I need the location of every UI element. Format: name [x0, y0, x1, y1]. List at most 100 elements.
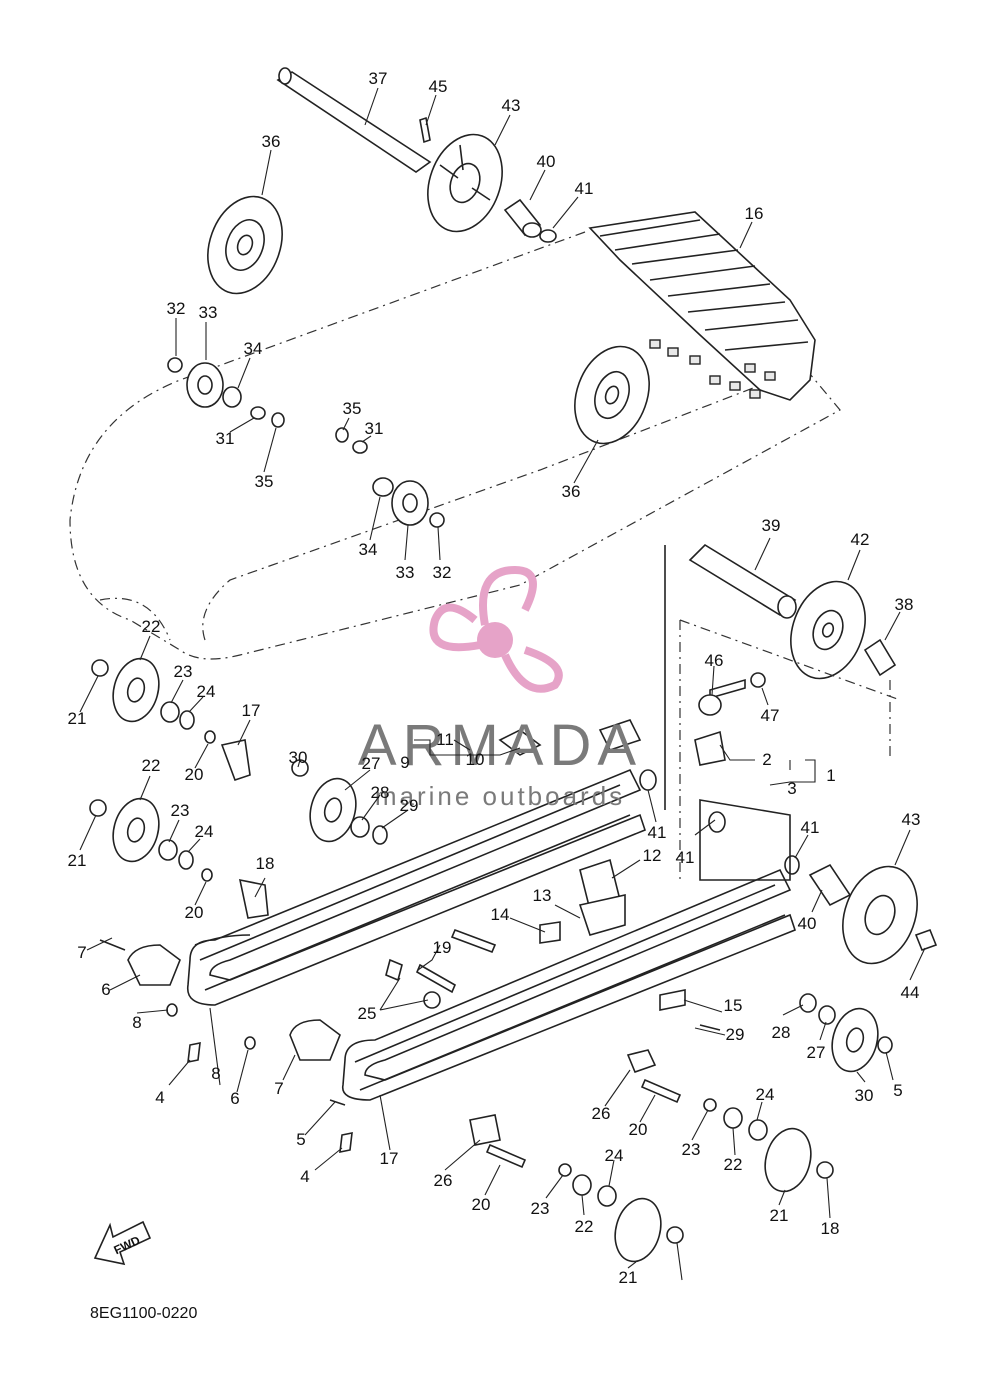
callout-21: 21 — [68, 709, 87, 728]
callout-34: 34 — [359, 540, 378, 559]
callout-36: 36 — [262, 132, 281, 151]
leader-lines — [79, 87, 926, 1281]
callout-1: 1 — [826, 766, 835, 785]
diagram-code: 8EG1100-0220 — [90, 1305, 197, 1322]
callout-28: 28 — [371, 783, 390, 802]
right-lower-wheels — [558, 863, 938, 1263]
callout-3: 3 — [787, 779, 796, 798]
callout-9: 9 — [400, 753, 409, 772]
callout-4: 8 — [211, 1064, 220, 1083]
callout-43: 43 — [902, 810, 921, 829]
callout-31: 31 — [216, 429, 235, 448]
callout-labels: 37 45 43 36 40 41 16 32 33 34 31 35 35 3… — [68, 69, 921, 1287]
watermark: ARMADA marine outboards — [358, 565, 642, 811]
callout-41: 41 — [575, 179, 594, 198]
callout-8: 6 — [230, 1089, 239, 1108]
callout-17: 26 — [592, 1104, 611, 1123]
callout-45: 45 — [429, 77, 448, 96]
callout-46: 46 — [705, 651, 724, 670]
callout-44: 44 — [901, 983, 920, 1002]
callout-20: 23 — [682, 1140, 701, 1159]
left-idler-wheels — [89, 657, 269, 919]
callout-33: 33 — [396, 563, 415, 582]
callout-43: 43 — [502, 96, 521, 115]
watermark-tagline: marine outboards — [375, 781, 625, 811]
callout-35: 35 — [343, 399, 362, 418]
callout-26: 20 — [629, 1120, 648, 1139]
track-outline — [69, 231, 841, 660]
callout-10: 10 — [466, 750, 485, 769]
callout-26: 20 — [472, 1195, 491, 1214]
callout-23: 24 — [756, 1085, 775, 1104]
axle-shaft — [276, 67, 432, 173]
wheel-36-top — [207, 195, 283, 295]
callout-27: 30 — [855, 1086, 874, 1105]
cross-plates — [498, 719, 800, 1011]
callout-22: 22 — [142, 756, 161, 775]
callout-2: 2 — [762, 750, 771, 769]
callout-32: 32 — [167, 299, 186, 318]
callout-20: 20 — [185, 765, 204, 784]
callout-24: 22 — [575, 1217, 594, 1236]
callout-18: 26 — [434, 1171, 453, 1190]
callout-41: 41 — [801, 818, 820, 837]
callout-40: 40 — [537, 152, 556, 171]
wheel-43-top — [427, 133, 503, 233]
callout-22: 22 — [142, 617, 161, 636]
callout-38: 38 — [895, 595, 914, 614]
callout-14: 15 — [724, 996, 743, 1015]
callout-34: 34 — [244, 339, 263, 358]
left-slide-rail — [186, 768, 646, 1006]
callout-35: 35 — [255, 472, 274, 491]
propeller-logo — [429, 565, 563, 693]
callout-19: 19 — [433, 938, 452, 957]
fwd-arrow-icon: FWD — [93, 1220, 152, 1266]
callout-22: 21 — [619, 1268, 638, 1287]
callout-6: 7 — [274, 1079, 283, 1098]
callout-7: 7 — [77, 943, 86, 962]
washer-41-top — [539, 229, 557, 243]
bolts — [99, 672, 766, 1106]
track-belt — [588, 211, 816, 401]
callout-30: 30 — [289, 748, 308, 767]
callout-13: 13 — [533, 886, 552, 905]
callout-4: 17 — [380, 1149, 399, 1168]
callout-20: 20 — [185, 903, 204, 922]
callout-42: 42 — [851, 530, 870, 549]
callout-33: 33 — [199, 303, 218, 322]
small-parts-upper — [167, 357, 445, 528]
spacer-40-top — [503, 198, 542, 238]
wheel-36-middle — [574, 345, 650, 445]
callout-27: 27 — [362, 754, 381, 773]
callout-20: 23 — [531, 1199, 550, 1218]
callout-29: 28 — [772, 1023, 791, 1042]
callout-23: 23 — [174, 662, 193, 681]
callout-14: 14 — [491, 905, 510, 924]
callout-30: 5 — [893, 1081, 902, 1100]
callout-17: 17 — [242, 701, 261, 720]
callout-7: 5 — [296, 1130, 305, 1149]
callout-21: 18 — [821, 1219, 840, 1238]
callout-5: 4 — [300, 1167, 309, 1186]
callout-11: 11 — [436, 730, 454, 749]
callout-6: 6 — [101, 980, 110, 999]
callout-25: 25 — [358, 1004, 377, 1023]
callout-47: 47 — [761, 706, 780, 725]
callout-24: 24 — [197, 682, 216, 701]
callout-15: 29 — [726, 1025, 745, 1044]
callout-16: 16 — [745, 204, 764, 223]
callout-24: 24 — [195, 822, 214, 841]
front-guides — [127, 944, 682, 1169]
callout-23: 24 — [605, 1146, 624, 1165]
callout-18: 18 — [256, 854, 275, 873]
callout-5: 4 — [155, 1088, 164, 1107]
watermark-brand: ARMADA — [358, 713, 642, 778]
callout-8: 8 — [132, 1013, 141, 1032]
callout-41: 41 — [648, 823, 667, 842]
right-slide-rail — [341, 868, 796, 1101]
callout-23: 23 — [171, 801, 190, 820]
callout-41: 41 — [676, 848, 695, 867]
callout-29: 29 — [400, 796, 419, 815]
rear-axle-assembly — [664, 543, 901, 880]
